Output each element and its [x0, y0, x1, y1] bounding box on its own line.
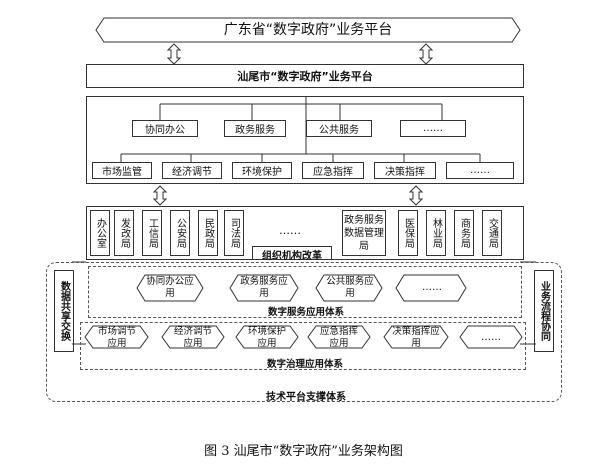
service-system-title: 数字服务应用体系 — [267, 307, 344, 318]
service-app-public: 公共服务应用 — [326, 276, 374, 299]
top-platform-title: 广东省“数字政府”业务平台 — [223, 22, 393, 38]
bureau-transport: 交通局 — [482, 210, 502, 256]
level2-item-more: …… — [446, 162, 514, 179]
bureau-development-reform: 发改局 — [114, 210, 134, 256]
gov-app-emergency: 应急指挥应用 — [319, 326, 358, 349]
gov-app-decision: 决策指挥应用 — [392, 326, 440, 349]
data-sharing-exchange: 数据共享交换 — [54, 270, 74, 352]
tech-platform-title: 技术平台支撑体系 — [266, 392, 346, 403]
business-process-collab: 业务流程协同 — [534, 270, 554, 352]
service-system-box — [88, 266, 522, 318]
level2-item-market: 市场监管 — [92, 162, 152, 179]
level1-item-more: …… — [400, 120, 466, 137]
bureau-gov-data: 政务服务数据管理局 — [342, 210, 386, 256]
service-app-collab: 协同办公应用 — [146, 276, 194, 299]
bureaus-ellipsis: …… — [279, 224, 301, 237]
level2-item-environment: 环境保护 — [232, 162, 292, 179]
level1-item-gov-service: 政务服务 — [224, 120, 286, 137]
level2-item-economy: 经济调节 — [162, 162, 222, 179]
bureau-civil-affairs: 民政局 — [198, 210, 218, 256]
level2-item-decision: 决策指挥 — [374, 162, 436, 179]
service-app-more: …… — [422, 282, 442, 293]
city-platform-title: 汕尾市“数字政府”业务平台 — [86, 64, 524, 88]
level2-item-emergency: 应急指挥 — [302, 162, 364, 179]
gov-app-more: …… — [481, 332, 501, 343]
bureau-forestry: 林业局 — [426, 210, 446, 256]
gov-app-economy: 经济调节应用 — [173, 326, 212, 349]
org-reform-label: 组织机构改革 — [252, 246, 332, 262]
bureau-commerce: 商务局 — [454, 210, 474, 256]
bureau-medical-insurance: 医保局 — [398, 210, 418, 256]
gov-app-environment: 环境保护应用 — [247, 326, 286, 349]
bureau-justice: 司法局 — [224, 210, 244, 256]
level1-item-public-service: 公共服务 — [306, 120, 372, 137]
gov-app-market: 市场调节应用 — [97, 326, 136, 349]
level1-item-collab-office: 协同办公 — [132, 120, 198, 137]
governance-system-title: 数字治理应用体系 — [266, 359, 343, 370]
bureau-industry-it: 工信局 — [142, 210, 162, 256]
org-tree-container — [86, 96, 524, 184]
double-arrow-icon — [166, 43, 434, 65]
double-arrow-icon-2 — [152, 185, 424, 206]
service-app-gov: 政务服务应用 — [240, 276, 288, 299]
bureau-office: 办公室 — [90, 210, 110, 256]
governance-system-box — [80, 322, 526, 370]
figure-caption: 图 3 汕尾市“数字政府”业务架构图 — [204, 444, 403, 459]
tech-platform-box — [46, 262, 562, 402]
bureau-public-security: 公安局 — [170, 210, 190, 256]
